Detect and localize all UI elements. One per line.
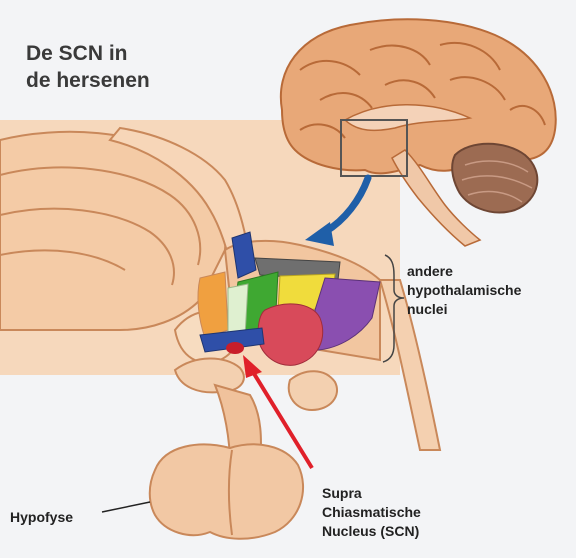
mammillary-body xyxy=(289,371,337,410)
nucleus-red xyxy=(258,304,323,365)
cerebellum xyxy=(452,144,537,213)
label-other-nuclei: andere hypothalamische nuclei xyxy=(407,262,521,319)
label-scn: Supra Chiasmatische Nucleus (SCN) xyxy=(322,484,421,541)
hypophysis-pointer xyxy=(102,502,150,512)
label-other-nuclei-line-1: andere xyxy=(407,262,521,281)
optic-chiasm xyxy=(175,358,244,392)
label-other-nuclei-line-3: nuclei xyxy=(407,300,521,319)
label-scn-line-2: Chiasmatische xyxy=(322,503,421,522)
scn-nucleus xyxy=(226,342,244,354)
label-scn-line-3: Nucleus (SCN) xyxy=(322,522,421,541)
label-scn-line-1: Supra xyxy=(322,484,421,503)
label-hypophysis-text: Hypofyse xyxy=(10,508,73,527)
label-hypophysis: Hypofyse xyxy=(10,508,73,527)
title-line-2: de hersenen xyxy=(26,67,150,94)
diagram-title: De SCN in de hersenen xyxy=(26,40,150,94)
title-line-1: De SCN in xyxy=(26,40,150,67)
nucleus-orange xyxy=(198,272,228,338)
pituitary-gland xyxy=(150,444,303,538)
label-other-nuclei-line-2: hypothalamische xyxy=(407,281,521,300)
